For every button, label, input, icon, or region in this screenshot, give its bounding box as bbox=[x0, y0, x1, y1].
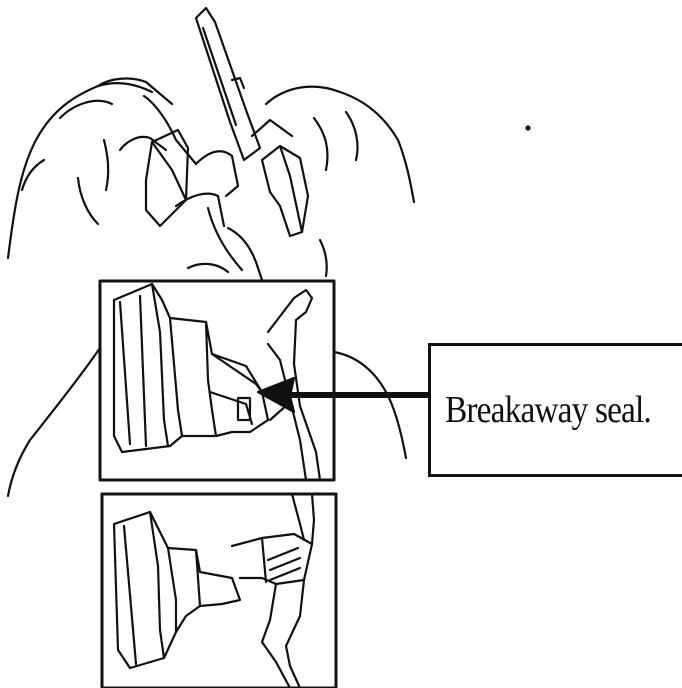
pointer-arrow bbox=[256, 376, 431, 414]
callout-box: Breakaway seal. bbox=[428, 343, 682, 477]
seal-broken-closeup bbox=[100, 492, 338, 688]
seal-intact-closeup bbox=[6, 279, 408, 498]
callout-label: Breakaway seal. bbox=[445, 389, 652, 431]
hands-breaking-seal-drawing bbox=[6, 6, 531, 282]
